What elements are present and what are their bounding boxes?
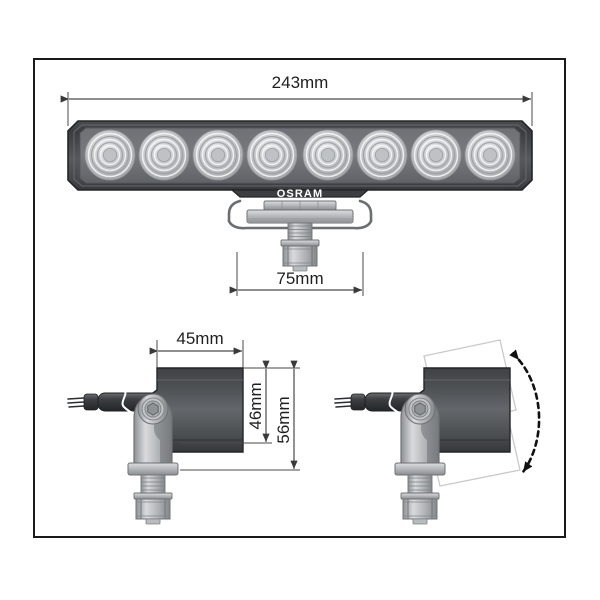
wire-strands bbox=[334, 397, 352, 408]
thread-lines bbox=[408, 477, 432, 491]
hex-nut bbox=[135, 498, 171, 520]
wire-strands bbox=[67, 397, 85, 408]
led-lens bbox=[246, 129, 298, 181]
threaded-stud bbox=[287, 222, 313, 241]
dimension-75mm-label: 75mm bbox=[276, 269, 323, 288]
bracket-foot bbox=[394, 462, 446, 476]
bar-lower-lip bbox=[230, 189, 370, 198]
bar-bezel bbox=[79, 127, 521, 184]
stud-end bbox=[412, 518, 428, 525]
led-lens bbox=[192, 129, 244, 181]
led-lens-group bbox=[84, 129, 516, 181]
cable-ferrule bbox=[83, 393, 99, 411]
hex-nut bbox=[402, 498, 438, 520]
dimension-46mm-label: 46mm bbox=[246, 382, 265, 429]
bar-bevel-outer bbox=[73, 124, 527, 187]
rotation-arrow-icon bbox=[509, 349, 541, 474]
mount-bracket-assembly bbox=[227, 199, 373, 272]
dimension-45mm: 45mm bbox=[149, 329, 244, 372]
led-lens bbox=[464, 129, 516, 181]
side-view-left: 45mm bbox=[67, 329, 300, 525]
thread-lines bbox=[288, 225, 312, 237]
dimension-45mm-label: 45mm bbox=[176, 329, 223, 348]
led-bar-front-view: OSRAM bbox=[67, 120, 533, 200]
bracket-arm-left bbox=[227, 199, 242, 223]
cable-break-symbol-icon bbox=[384, 382, 401, 418]
led-lens bbox=[138, 129, 190, 181]
washer bbox=[400, 492, 440, 500]
dimension-56mm: 56mm bbox=[180, 360, 300, 471]
dimension-75mm: 75mm bbox=[229, 252, 364, 296]
bracket-foot bbox=[127, 462, 179, 476]
led-lens bbox=[410, 129, 462, 181]
led-lens bbox=[84, 129, 136, 181]
bracket-arm-right bbox=[358, 199, 373, 223]
cable-ferrule bbox=[350, 393, 366, 411]
dimension-243mm: 243mm bbox=[60, 73, 533, 126]
dimension-243mm-label: 243mm bbox=[272, 73, 329, 92]
washer bbox=[133, 492, 173, 500]
hex-socket-bolt-icon bbox=[137, 393, 169, 425]
stud-end bbox=[292, 265, 308, 272]
dimension-56mm-label: 56mm bbox=[274, 396, 293, 443]
washer bbox=[280, 239, 320, 247]
side-view-right bbox=[334, 339, 541, 525]
thread-lines bbox=[141, 477, 165, 491]
led-lens bbox=[302, 129, 354, 181]
cable-break-symbol-icon bbox=[117, 382, 134, 418]
stud-end bbox=[145, 518, 161, 525]
hex-nut bbox=[282, 245, 318, 267]
led-lens bbox=[356, 129, 408, 181]
hex-socket-bolt-icon bbox=[404, 393, 436, 425]
osram-logo: OSRAM bbox=[277, 188, 323, 200]
